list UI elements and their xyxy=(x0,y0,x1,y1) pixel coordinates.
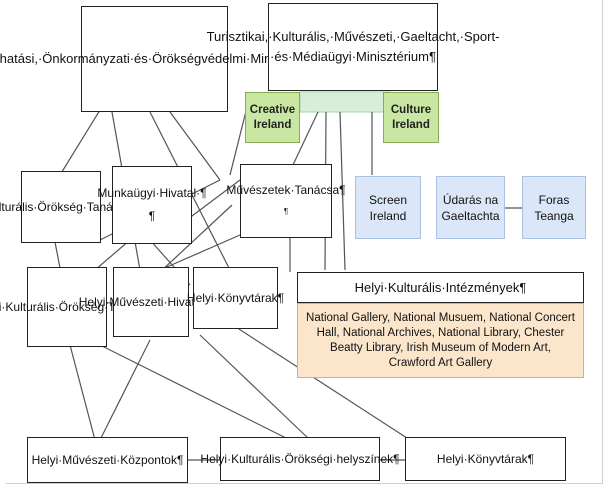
node-munkaugyi-label: Munkaügyi·Hivatal·¶ xyxy=(97,186,207,200)
node-helyi-kulturalis-orokseg-tanacsa: Helyi·Kulturális·Örökség·Tanácsa¶ xyxy=(0,267,159,347)
node-culture-ireland: Culture Ireland xyxy=(383,92,439,143)
node-creative-ireland-label: Creative Ireland xyxy=(249,103,296,131)
edge-lakhatasi-kot xyxy=(59,109,101,176)
edge-muv-hivatalok xyxy=(159,234,241,271)
node-hmh-label: Helyi·Művészeti·Hivatalok¶ xyxy=(78,294,224,309)
edge-tur-hki xyxy=(339,111,346,271)
node-helyi-konyvtarak-bottom: Helyi·Könyvtárak¶ xyxy=(405,437,566,481)
node-udaras: Údarás na Gaeltachta xyxy=(436,176,505,239)
node-lakhatasi-ministry: Lakhatási,·Önkormányzati·és·Örökségvédel… xyxy=(0,6,330,112)
node-turisztikai-ministry: Turisztikai,·Kulturális,·Művészeti,·Gael… xyxy=(207,3,499,91)
node-kulturalis-orokseg-tanacsa: Kulturális·Örökség·Tanácsa¶ xyxy=(0,171,138,243)
node-helyi-konyvtarak: Helyi·Könyvtárak¶ xyxy=(187,267,284,329)
node-munkaugyi-extra: ¶ xyxy=(148,209,156,223)
edge-konyv-bottom xyxy=(224,319,411,441)
edge-hivatal-kozpontok xyxy=(99,339,151,441)
edge-kot-hkot xyxy=(54,241,61,269)
node-kot-label: Kulturális·Örökség·Tanácsa¶ xyxy=(0,199,138,214)
node-udaras-label: Údarás na Gaeltachta xyxy=(441,192,500,223)
page-frame xyxy=(6,0,603,484)
edge-hivatal-helyszinek xyxy=(199,334,311,441)
node-helyi-muveszeti-hivatalok: Helyi·Művészeti·Hivatalok¶ xyxy=(79,267,223,337)
node-hki-label: Helyi·Kulturális·Intézmények¶ xyxy=(354,279,527,295)
edge-tur-muv xyxy=(291,111,319,168)
node-creative-ireland: Creative Ireland xyxy=(245,92,300,143)
node-institutions-label: National Gallery, National Musuem, Natio… xyxy=(306,311,575,369)
node-foras-teanga: Foras Teanga xyxy=(522,176,586,239)
node-culture-ireland-label: Culture Ireland xyxy=(390,103,432,131)
connector-bar xyxy=(299,91,391,113)
edge-lakhatasi-right xyxy=(169,111,221,181)
node-turisztikai-label: Turisztikai,·Kulturális,·Művészeti,·Gael… xyxy=(206,29,500,64)
node-muveszetek-label: Művészetek·Tanácsa¶ xyxy=(226,183,346,197)
edge-hkot-helyszinek xyxy=(99,344,291,441)
node-helyi-kulturalis-orokseg-helyszinek: Helyi·Kulturális·Örökségi·helyszínek¶ xyxy=(200,437,400,481)
node-hkoh-label: Helyi·Kulturális·Örökségi·helyszínek¶ xyxy=(200,451,400,466)
node-screen-ireland-label: Screen Ireland xyxy=(368,192,408,223)
node-hmk-label: Helyi·Művészeti·Központok¶ xyxy=(31,452,184,467)
node-hkb-label: Helyi·Könyvtárak¶ xyxy=(436,451,535,466)
node-muveszetek-extra: ¶ xyxy=(283,207,289,216)
node-hk-label: Helyi·Könyvtárak¶ xyxy=(186,290,285,305)
node-national-institutions: National Gallery, National Musuem, Natio… xyxy=(297,303,584,378)
node-screen-ireland: Screen Ireland xyxy=(355,176,421,239)
node-lakhatasi-label: Lakhatási,·Önkormányzati·és·Örökségvédel… xyxy=(0,51,331,66)
node-helyi-kulturalis-intezmenyek: Helyi·Kulturális·Intézmények¶ xyxy=(297,272,584,303)
node-munkaugyi-hivatal: Munkaügyi·Hivatal·¶ ¶ xyxy=(97,166,207,244)
node-helyi-muveszeti-kozpontok: Helyi·Művészeti·Központok¶ xyxy=(27,437,188,483)
node-muveszetek-tanacsa: Művészetek·Tanácsa¶ ¶ xyxy=(226,164,346,238)
node-foras-teanga-label: Foras Teanga xyxy=(534,192,574,223)
edge-munk-hkot xyxy=(94,239,131,271)
edge-hkot-kozpontok xyxy=(69,344,96,441)
